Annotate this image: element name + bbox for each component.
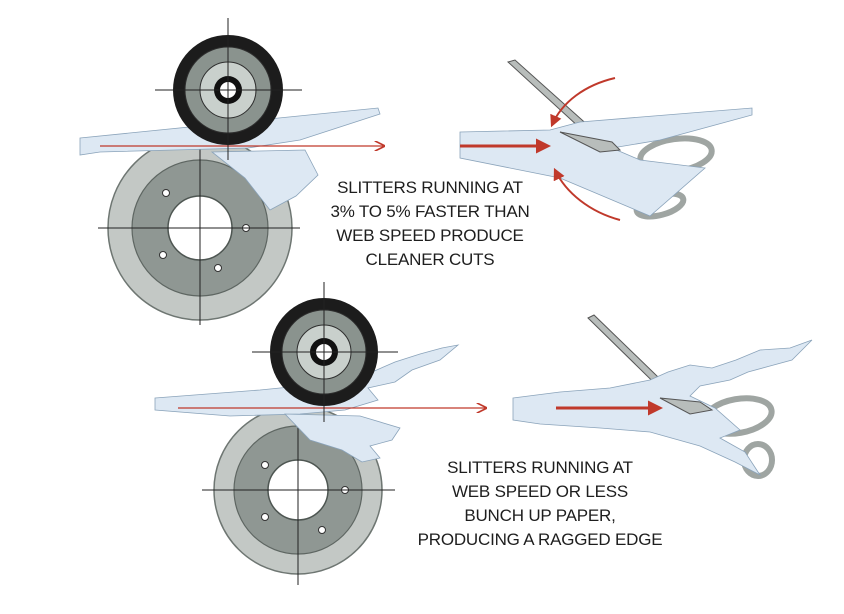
slow-scissors-illustration bbox=[512, 314, 813, 479]
caption-line: PRODUCING A RAGGED EDGE bbox=[417, 530, 663, 549]
fast-slitter-caption: SLITTERS RUNNING AT 3% TO 5% FASTER THAN… bbox=[300, 176, 560, 272]
fast-scissors-illustration bbox=[459, 59, 753, 221]
rotation-arrow-icon bbox=[550, 77, 616, 128]
caption-line: WEB SPEED OR LESS bbox=[451, 482, 629, 501]
scissors-icon bbox=[559, 131, 622, 153]
slitter-roller-icon bbox=[252, 282, 398, 422]
scissors-icon bbox=[659, 397, 714, 415]
caption-line: SLITTERS RUNNING AT bbox=[447, 458, 633, 477]
rotation-arrow-icon bbox=[553, 167, 621, 221]
caption-line: SLITTERS RUNNING AT bbox=[337, 178, 523, 197]
caption-line: WEB SPEED PRODUCE bbox=[336, 226, 524, 245]
circular-blade-icon bbox=[98, 130, 300, 325]
caption-line: 3% TO 5% FASTER THAN bbox=[330, 202, 530, 221]
slow-slitter-caption: SLITTERS RUNNING AT WEB SPEED OR LESS BU… bbox=[410, 456, 670, 552]
caption-line: BUNCH UP PAPER, bbox=[464, 506, 616, 525]
paper-web bbox=[154, 344, 486, 463]
caption-line: CLEANER CUTS bbox=[365, 250, 495, 269]
slow-slitter-assembly bbox=[154, 282, 486, 585]
slitter-roller-icon bbox=[155, 18, 302, 160]
fast-slitter-assembly bbox=[79, 18, 384, 325]
